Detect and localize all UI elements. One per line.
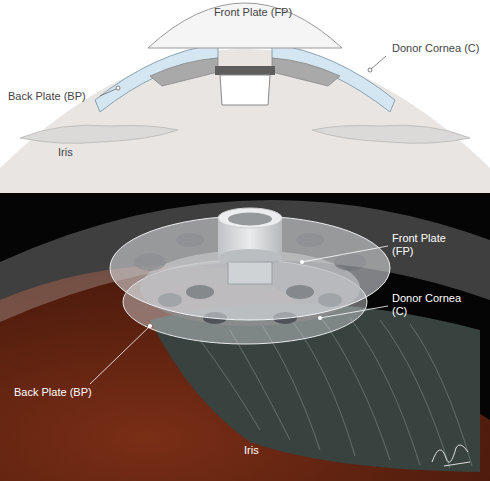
part-label: Iris: [244, 444, 284, 457]
panel-background: [0, 0, 490, 193]
part-label: Front Plate (FP): [392, 232, 462, 258]
leader-dot: [368, 68, 372, 72]
part-label: Back Plate (BP): [8, 90, 118, 103]
leader-dot: [318, 316, 322, 320]
iris-section: [312, 125, 470, 143]
leader-dot: [116, 86, 120, 90]
leader-line: [320, 306, 388, 318]
leader-dot: [300, 260, 304, 264]
part-label: Back Plate (BP): [14, 386, 124, 399]
leader-line: [100, 88, 118, 96]
donor-cornea: [272, 44, 395, 112]
front-plate: [148, 3, 342, 48]
signature-scribble: [432, 445, 470, 466]
leader-dot: [148, 324, 152, 328]
optic-stem: [228, 262, 272, 284]
back-plate: [150, 58, 218, 86]
optic-stem: [220, 75, 270, 105]
iris-section: [20, 125, 178, 143]
leader-line: [370, 56, 386, 70]
part-label: Front Plate (FP): [198, 6, 308, 19]
panel-background: [0, 193, 490, 481]
leader-line: [90, 326, 150, 384]
host-cornea: [0, 200, 490, 322]
leader-line: [302, 246, 388, 262]
part-label: Donor Cornea (C): [392, 42, 490, 55]
part-label: Iris: [58, 146, 98, 159]
optic-band: [215, 66, 275, 75]
cornea-section: [0, 49, 490, 193]
back-plate: [272, 58, 340, 86]
part-label: Donor Cornea (C): [392, 292, 474, 318]
donor-cornea: [95, 44, 218, 112]
